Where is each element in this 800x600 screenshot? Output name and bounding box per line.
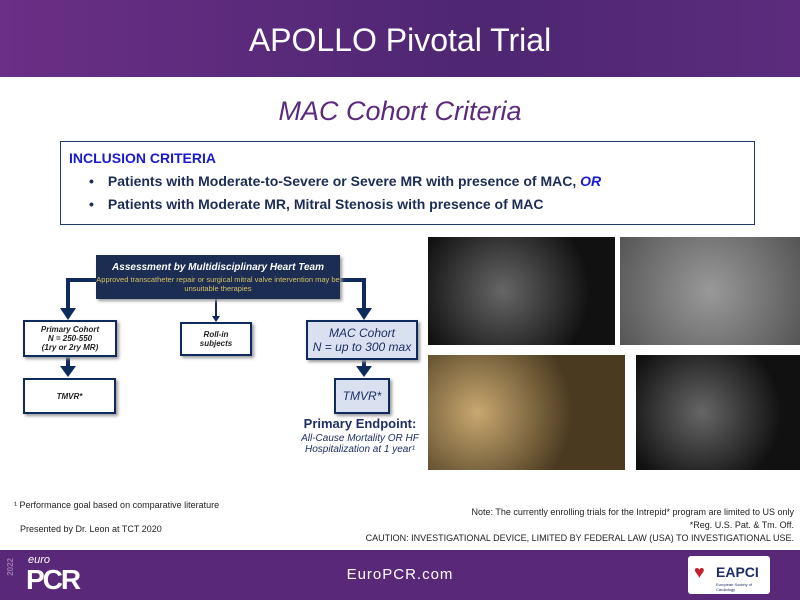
footnote-performance: ¹ Performance goal based on comparative … (14, 500, 220, 510)
criteria-text: Patients with Moderate MR, Mitral Stenos… (107, 196, 544, 212)
legal-notes: Note: The currently enrolling trials for… (366, 507, 794, 543)
presented-by: Presented by Dr. Leon at TCT 2020 (20, 524, 162, 534)
primary-endpoint: Primary Endpoint: All-Cause Mortality OR… (290, 416, 430, 455)
slide-header: APOLLO Pivotal Trial (0, 0, 800, 77)
endpoint-title: Primary Endpoint: (303, 416, 417, 431)
fluoroscopy-image (620, 237, 800, 345)
rollin-label: Roll-in (203, 330, 229, 339)
mac-n: N = up to 300 max (312, 340, 412, 354)
tmvr-label: TMVR* (56, 391, 83, 401)
or-text: OR (580, 173, 602, 189)
inclusion-criteria-box: INCLUSION CRITERIA Patients with Moderat… (60, 141, 755, 225)
tmvr-box-primary: TMVR* (23, 378, 116, 414)
note-text: Note: The currently enrolling trials for… (471, 507, 794, 517)
eapci-logo: ♥ EAPCI European Society of Cardiology (688, 556, 770, 594)
tmvr-box-mac: TMVR* (334, 378, 390, 414)
tmvr-label: TMVR* (342, 389, 382, 403)
eapci-subtext: European Society of Cardiology (716, 582, 753, 592)
criteria-item: Patients with Moderate MR, Mitral Stenos… (89, 196, 746, 212)
slide-title: APOLLO Pivotal Trial (248, 22, 552, 58)
primary-label: Primary Cohort (40, 325, 100, 334)
criteria-text: Patients with Moderate-to-Severe or Seve… (107, 173, 581, 189)
endpoint-text: All-Cause Mortality OR HF Hospitalizatio… (301, 433, 419, 455)
3d-echo-image (428, 355, 625, 470)
criteria-item: Patients with Moderate-to-Severe or Seve… (89, 173, 746, 189)
assessment-note: Approved transcatheter repair or surgica… (96, 274, 340, 293)
mac-label: MAC Cohort (328, 326, 396, 340)
europcr-logo: PCR (26, 564, 81, 595)
section-title: MAC Cohort Criteria (278, 96, 522, 126)
caution-text: CAUTION: INVESTIGATIONAL DEVICE, LIMITED… (365, 533, 794, 543)
echo-image-2 (636, 355, 800, 470)
logo-euro: euro (28, 554, 51, 566)
footer-bar: 2022 euro PCR EuroPCR.com ♥ EAPCI Europe… (0, 550, 800, 600)
primary-n: N = 250-550 (47, 334, 93, 343)
footer-url[interactable]: EuroPCR.com (346, 566, 454, 583)
rollin-sub: subjects (199, 339, 233, 348)
heart-icon: ♥ (694, 562, 705, 582)
eapci-text: EAPCI (716, 564, 759, 580)
reg-text: *Reg. U.S. Pat. & Tm. Off. (689, 520, 794, 530)
echo-image-1 (428, 237, 615, 345)
assessment-title: Assessment by Multidisciplinary Heart Te… (112, 261, 324, 273)
assessment-box: Assessment by Multidisciplinary Heart Te… (96, 255, 340, 299)
criteria-heading: INCLUSION CRITERIA (69, 150, 216, 166)
primary-type: (1ry or 2ry MR) (41, 343, 99, 352)
